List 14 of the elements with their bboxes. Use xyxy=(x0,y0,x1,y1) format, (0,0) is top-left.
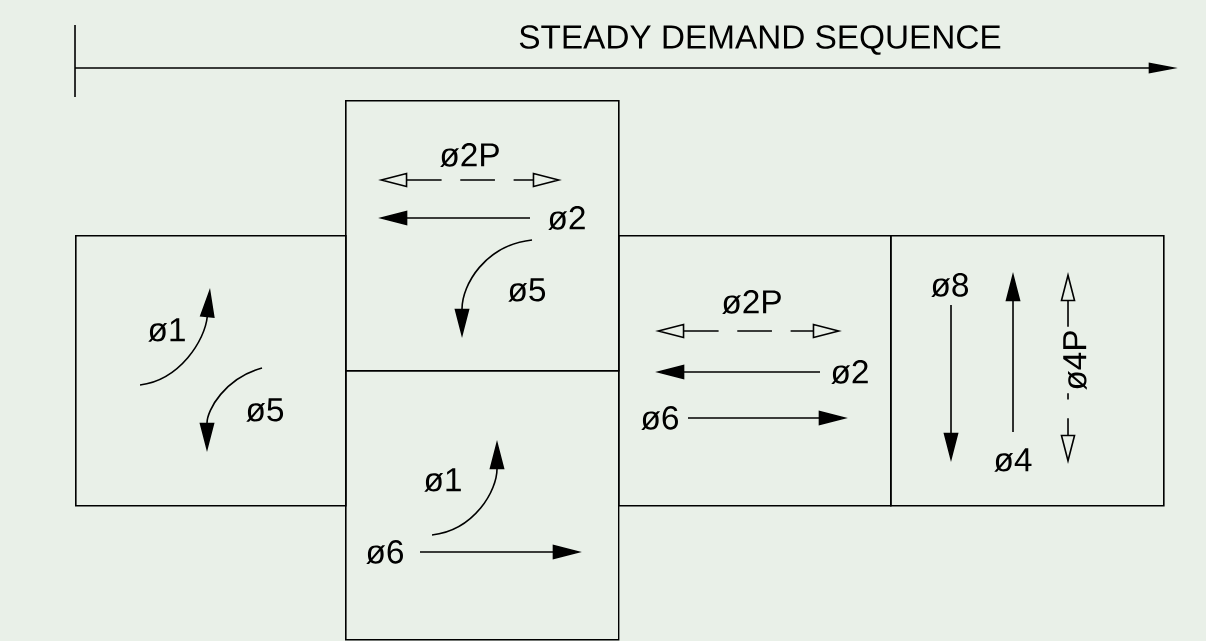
phase-label: ø5 xyxy=(508,278,546,302)
phase-label: ø2 xyxy=(831,360,868,384)
phase-label: ø2P xyxy=(722,290,781,314)
phase-label: ø1 xyxy=(148,318,185,342)
phase-label: ø6 xyxy=(366,540,403,564)
sequence-title: STEADY DEMAND SEQUENCE xyxy=(519,25,1001,55)
phase-label: ø4P xyxy=(1060,326,1090,394)
phase-label: ø1 xyxy=(424,468,461,492)
phase-label: ø6 xyxy=(641,406,678,430)
phase-label: ø4 xyxy=(994,448,1032,472)
phase-label: ø2P xyxy=(440,143,499,167)
phase-label: ø5 xyxy=(246,398,284,422)
phase-label: ø8 xyxy=(931,273,968,297)
phase-label: ø2 xyxy=(548,206,585,230)
